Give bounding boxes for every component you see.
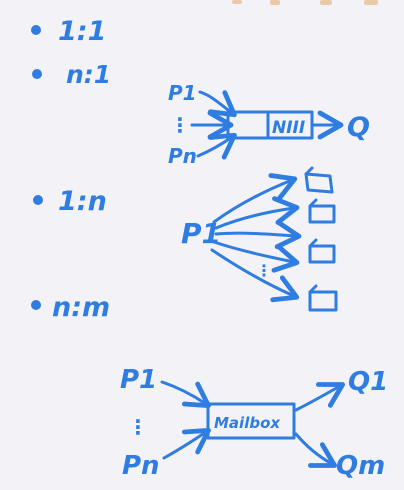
ellipsis: ⋮ bbox=[128, 415, 148, 439]
queue-slot-marks: NIII bbox=[272, 118, 305, 138]
ellipsis: ⋮ bbox=[256, 261, 272, 280]
arrow-pn-to-queue bbox=[196, 132, 237, 160]
bullet-item-n-m: n:m bbox=[31, 292, 110, 323]
fan-arrow-5 bbox=[210, 248, 300, 303]
bullet-dot bbox=[32, 69, 42, 79]
ellipsis: ⋮ bbox=[170, 113, 190, 137]
queue-box bbox=[226, 110, 314, 140]
bullet-label-1-n: 1:n bbox=[58, 186, 107, 217]
consumer-qm-label: Qm bbox=[336, 451, 385, 481]
bullet-label-n-m: n:m bbox=[52, 292, 110, 323]
arrow-mailbox-to-qm bbox=[294, 432, 338, 468]
producer-pn-label: Pn bbox=[168, 144, 197, 168]
consumer-q-label: Q bbox=[347, 112, 370, 143]
consumer-q1-label: Q1 bbox=[348, 367, 388, 397]
mailbox-4 bbox=[308, 284, 338, 312]
top-edge-marks bbox=[232, 0, 378, 5]
bullet-list: 1:1 n:1 1:n n:m bbox=[31, 16, 111, 323]
bullet-dot bbox=[31, 300, 41, 310]
bullet-label-1-1: 1:1 bbox=[58, 16, 106, 47]
mailbox-2 bbox=[308, 198, 336, 224]
arrow-mailbox-to-q1 bbox=[294, 382, 346, 412]
fan-arrow-3 bbox=[214, 220, 302, 250]
mailbox-1 bbox=[304, 166, 334, 194]
bullet-dot bbox=[33, 195, 43, 205]
producer-p1-label: P1 bbox=[168, 81, 197, 105]
n-to-m-diagram: P1 ⋮ Pn Mailbox Q1 Qm bbox=[120, 365, 388, 481]
fan-arrow-2 bbox=[214, 196, 300, 230]
bullet-item-1-1: 1:1 bbox=[31, 16, 106, 47]
mailbox-box bbox=[206, 402, 296, 440]
fan-arrow-1 bbox=[212, 173, 298, 224]
arrow-pn-to-mailbox bbox=[162, 427, 211, 460]
bullet-dot bbox=[31, 25, 41, 35]
bullet-label-n-1: n:1 bbox=[66, 60, 111, 89]
fan-arrow-4 bbox=[212, 240, 300, 273]
bullet-item-1-n: 1:n bbox=[33, 186, 107, 217]
producer-p1-label: P1 bbox=[120, 365, 157, 395]
n-to-1-diagram: P1 ⋮ Pn NIII Q bbox=[168, 81, 370, 168]
one-to-n-diagram: P1 ⋮ bbox=[181, 166, 338, 312]
mailbox-label: Mailbox bbox=[214, 414, 281, 432]
arrow-p1-to-queue bbox=[198, 90, 237, 118]
arrow-p1-to-mailbox bbox=[160, 380, 211, 409]
bullet-item-n-1: n:1 bbox=[32, 60, 111, 89]
mailbox-3 bbox=[308, 238, 336, 264]
producer-pn-label: Pn bbox=[122, 451, 160, 481]
